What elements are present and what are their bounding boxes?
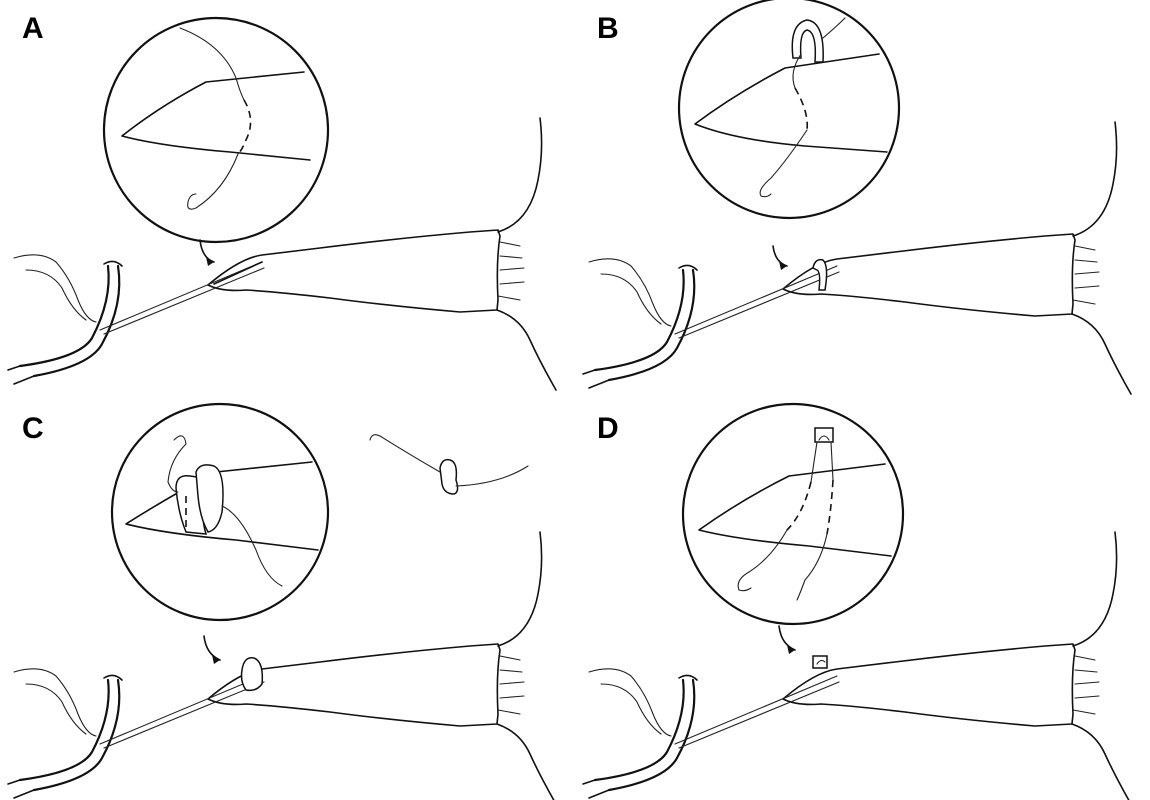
panel-label-d: D <box>597 414 619 444</box>
pointer-arrow <box>204 636 220 660</box>
panel-b: B <box>575 0 1150 400</box>
magnified-inset <box>683 404 903 624</box>
pledget-top <box>815 428 833 442</box>
panel-c-illustration <box>0 400 575 800</box>
u-clip <box>792 20 823 62</box>
panel-d-illustration <box>575 400 1150 800</box>
panel-d: D <box>575 400 1150 800</box>
panel-b-illustration <box>575 0 1150 400</box>
pointer-arrow <box>779 626 795 650</box>
panel-a: A <box>0 0 575 400</box>
magnified-inset <box>679 0 899 218</box>
loose-suture <box>370 435 528 494</box>
magnified-inset <box>104 18 328 242</box>
panel-label-c: C <box>22 414 44 444</box>
panel-label-b: B <box>597 14 619 44</box>
magnified-inset <box>112 404 328 620</box>
panel-c: C <box>0 400 575 800</box>
panel-a-illustration <box>0 0 575 400</box>
needle <box>214 262 262 284</box>
panel-label-a: A <box>22 14 44 44</box>
suture-knot <box>242 658 263 691</box>
